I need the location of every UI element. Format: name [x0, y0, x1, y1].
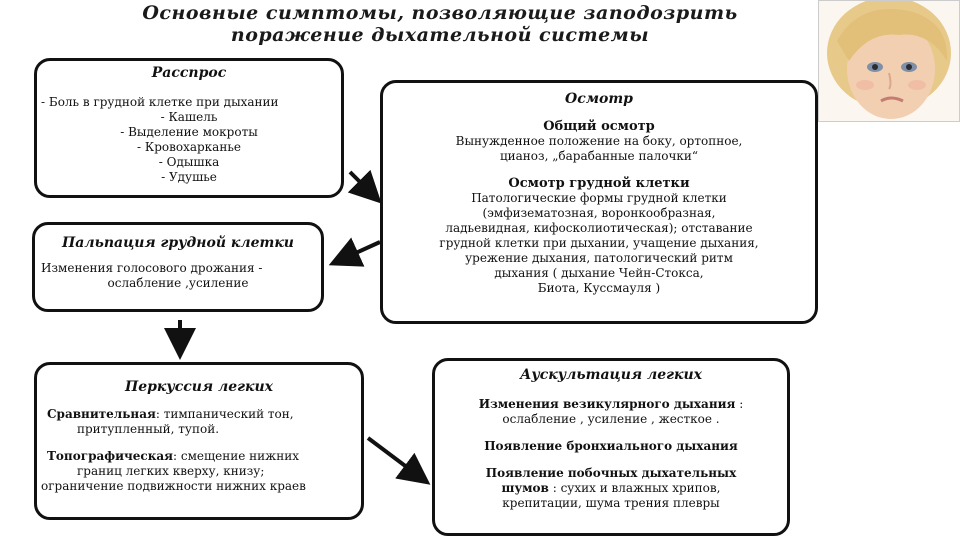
diagram-title: Основные симптомы, позволяющие заподозри… [60, 2, 820, 46]
chest-exam-line: Биота, Куссмауля ) [383, 281, 815, 296]
arrow-rasspros-to-osmotr [350, 172, 376, 198]
vesicular-label: Изменения везикулярного дыхания [479, 397, 736, 411]
percussion-comparative: Сравнительная: тимпанический тон, [37, 407, 361, 422]
general-exam-title: Общий осмотр [383, 119, 815, 134]
chest-exam-line: ладьевидная, кифосколиотическая); отстав… [383, 221, 815, 236]
comparative-label: Сравнительная [47, 407, 156, 421]
topographic-line: границ легких кверху, книзу; [37, 464, 361, 479]
osmotr-heading: Осмотр [383, 91, 815, 107]
bronchial-line: Появление бронхиального дыхания [435, 439, 787, 454]
topographic-label: Топографическая [47, 449, 173, 463]
rasspros-item: - Одышка [37, 155, 341, 170]
side-sounds-label: Появление побочных дыхательных [435, 466, 787, 481]
chest-exam-line: Патологические формы грудной клетки [383, 191, 815, 206]
chest-exam-line: дыхания ( дыхание Чейн-Стокса, [383, 266, 815, 281]
palpation-line: ослабление ,усиление [35, 276, 321, 291]
rasspros-item: - Боль в грудной клетке при дыхании [37, 95, 341, 110]
percussion-topographic: Топографическая: смещение нижних [37, 449, 361, 464]
side-sounds-line: шумов : сухих и влажных хрипов, [435, 481, 787, 496]
rasspros-item: - Кашель [37, 110, 341, 125]
topographic-text: : смещение нижних [173, 449, 299, 463]
palpation-heading: Пальпация грудной клетки [35, 235, 321, 251]
percussion-heading: Перкуссия легких [37, 379, 361, 395]
chest-exam-line: урежение дыхания, патологический ритм [383, 251, 815, 266]
vesicular-line: Изменения везикулярного дыхания : [435, 397, 787, 412]
rasspros-heading: Расспрос [37, 65, 341, 81]
topographic-line: ограничение подвижности нижних краев [37, 479, 361, 494]
vesicular-text: : [735, 397, 743, 411]
general-exam-line: Вынужденное положение на боку, ортопное, [383, 134, 815, 149]
side-sounds-label-2: шумов [502, 481, 549, 495]
auscultation-heading: Аускультация легких [435, 367, 787, 383]
palpation-line: Изменения голосового дрожания - [35, 261, 321, 276]
comparative-text: : тимпанический тон, [156, 407, 294, 421]
box-auscultation: Аускультация легких Изменения везикулярн… [432, 358, 790, 536]
child-face-illustration [819, 1, 960, 122]
chest-exam-line: грудной клетки при дыхании, учащение дых… [383, 236, 815, 251]
side-sounds-text: : сухих и влажных хрипов, [549, 481, 721, 495]
box-percussion: Перкуссия легких Сравнительная: тимпанич… [34, 362, 364, 520]
vesicular-line-2: ослабление , усиление , жесткое . [435, 412, 787, 427]
child-photo [818, 0, 960, 122]
comparative-line-2: притупленный, тупой. [37, 422, 361, 437]
rasspros-item: - Удушье [37, 170, 341, 185]
general-exam-line: цианоз, „барабанные палочки“ [383, 149, 815, 164]
arrow-osmotr-to-palpation [336, 242, 380, 262]
box-rasspros: Расспрос - Боль в грудной клетке при дых… [34, 58, 344, 198]
box-osmotr: Осмотр Общий осмотр Вынужденное положени… [380, 80, 818, 324]
box-palpation: Пальпация грудной клетки Изменения голос… [32, 222, 324, 312]
title-line-2: поражение дыхательной системы [60, 24, 820, 46]
title-line-1: Основные симптомы, позволяющие заподозри… [60, 2, 820, 24]
arrow-percussion-to-auscultation [368, 438, 424, 480]
rasspros-item: - Кровохарканье [37, 140, 341, 155]
chest-exam-title: Осмотр грудной клетки [383, 176, 815, 191]
rasspros-item: - Выделение мокроты [37, 125, 341, 140]
side-sounds-line-3: крепитации, шума трения плевры [435, 496, 787, 511]
chest-exam-line: (эмфизематозная, воронкообразная, [383, 206, 815, 221]
